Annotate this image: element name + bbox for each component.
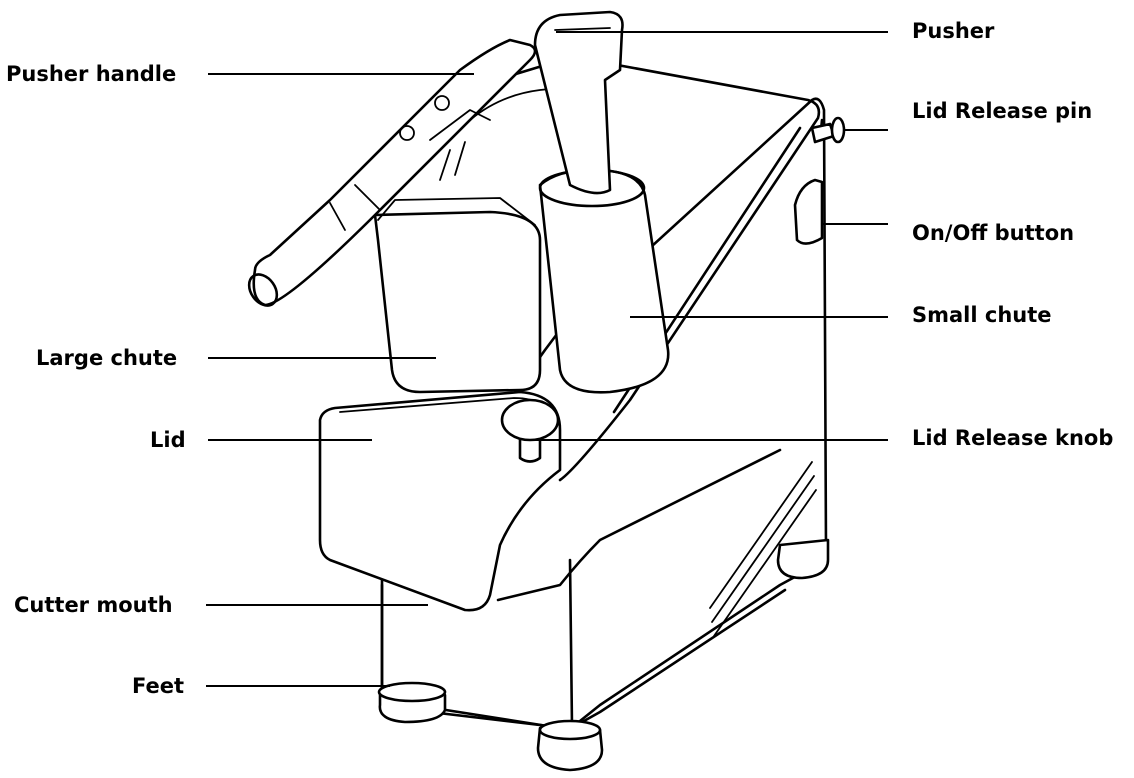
large-chute xyxy=(373,197,542,394)
lid-release-knob xyxy=(500,398,560,463)
label-small-chute: Small chute xyxy=(912,303,1052,327)
pusher xyxy=(533,10,624,195)
label-pusher: Pusher xyxy=(912,19,995,43)
on-off-button xyxy=(793,178,824,245)
feet xyxy=(377,538,830,772)
label-lid-release-knob: Lid Release knob xyxy=(912,426,1114,450)
leader-lines xyxy=(206,31,888,687)
label-cutter-mouth: Cutter mouth xyxy=(14,593,173,617)
label-lid-release-pin: Lid Release pin xyxy=(912,99,1093,123)
label-lid: Lid xyxy=(150,428,186,452)
small-chute xyxy=(538,168,670,394)
pusher-handle xyxy=(247,38,561,307)
label-on-off-button: On/Off button xyxy=(912,221,1075,245)
lid-release-pin xyxy=(810,116,846,144)
label-feet: Feet xyxy=(132,674,185,698)
label-large-chute: Large chute xyxy=(36,346,178,370)
label-pusher-handle: Pusher handle xyxy=(6,62,177,86)
